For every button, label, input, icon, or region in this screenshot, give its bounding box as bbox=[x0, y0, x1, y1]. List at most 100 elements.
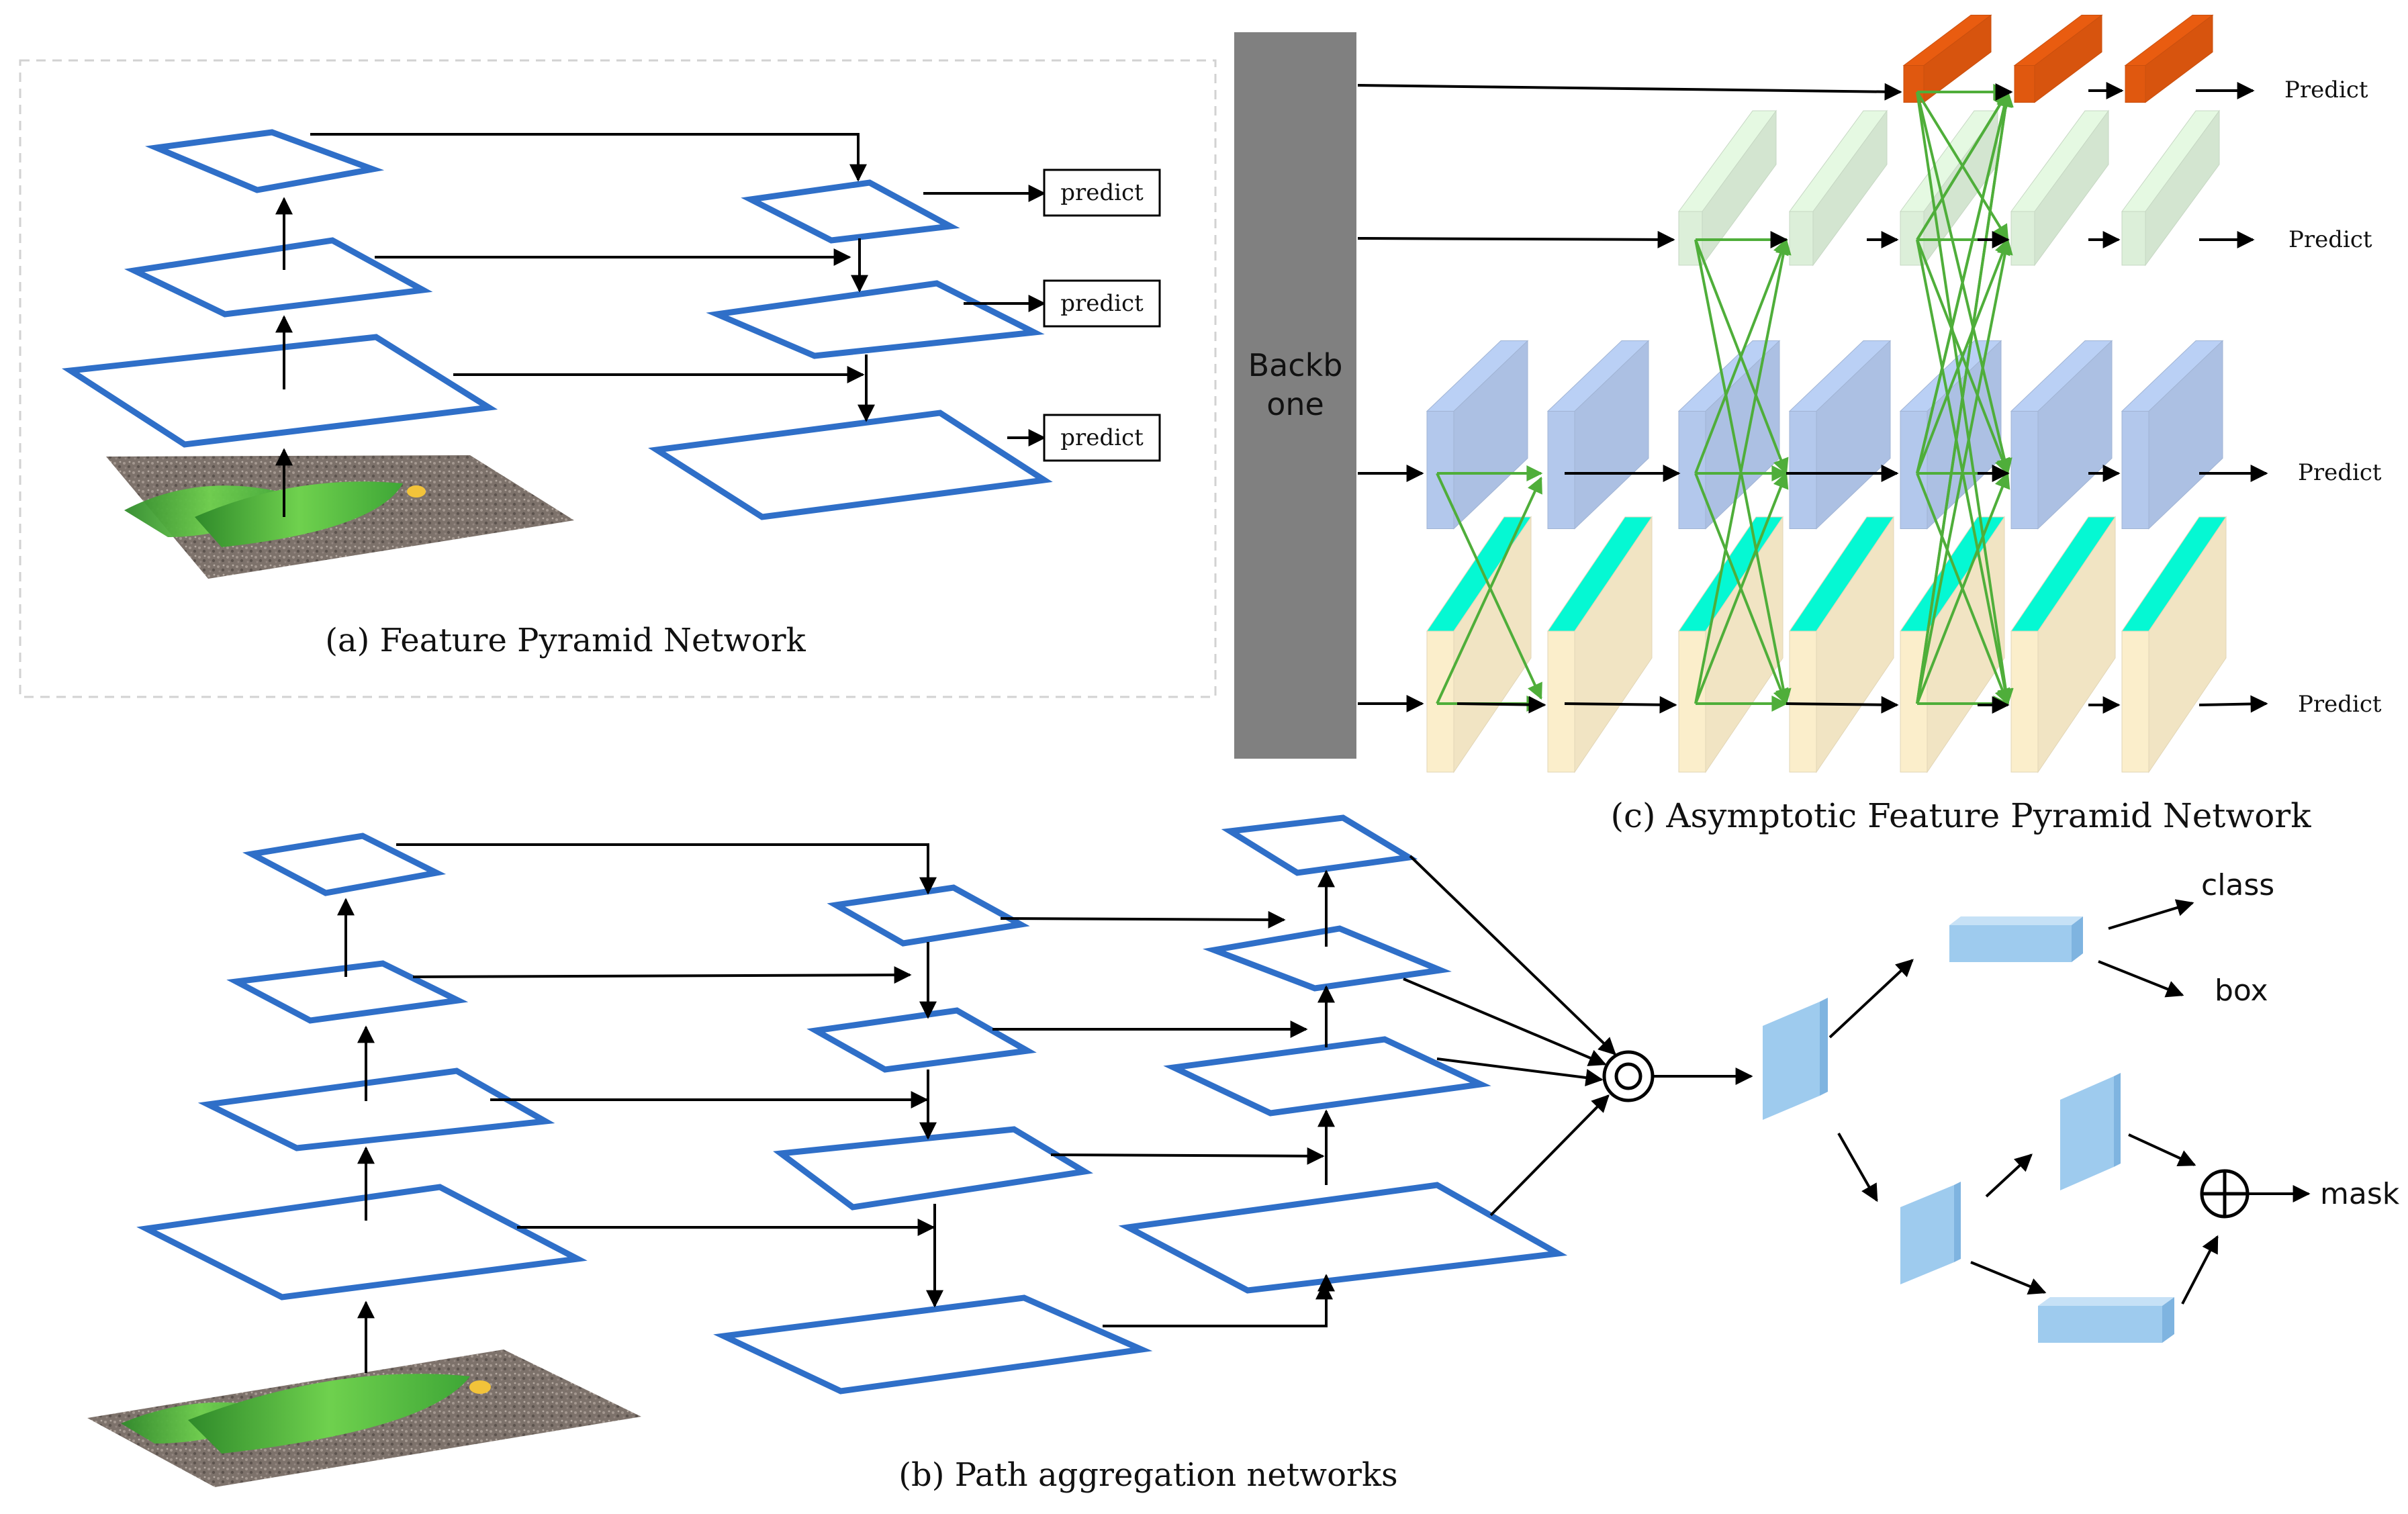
afpn-flow-arrows bbox=[1357, 82, 2268, 714]
pan-topdown-level-2 bbox=[806, 1007, 1037, 1073]
afpn-fusion-arrow bbox=[1694, 238, 1792, 704]
afpn-flow bbox=[1786, 696, 1899, 714]
mask-lower-to-sum-arrow bbox=[2181, 1235, 2219, 1305]
fpn-bottomup-level-1 bbox=[144, 129, 385, 193]
afpn-level-3-block bbox=[1899, 340, 2002, 530]
afpn-level-2-block bbox=[2010, 109, 2109, 267]
afpn-level-2-block bbox=[1678, 109, 1777, 267]
circle-plus-icon bbox=[2200, 1169, 2250, 1219]
pan-augmented-level-2 bbox=[1202, 925, 1452, 992]
afpn-level-3-block bbox=[1788, 340, 1892, 530]
afpn-level-4-block bbox=[2121, 516, 2227, 773]
mask-upper-to-sum-arrow bbox=[2128, 1133, 2196, 1167]
pan-to-fusion-4 bbox=[1489, 1094, 1610, 1217]
predict-label: predict bbox=[1060, 290, 1144, 317]
circle-dot-icon bbox=[1602, 1050, 1655, 1102]
pan-topdown-level-1 bbox=[827, 884, 1030, 947]
head-fc-block bbox=[1949, 916, 2083, 962]
pan-bottomup-level-3 bbox=[197, 1068, 555, 1151]
predict-label: predict bbox=[1060, 179, 1144, 206]
fpn-bottomup-level-2 bbox=[124, 237, 433, 318]
input-image-a bbox=[106, 455, 574, 579]
afpn-level-3-block bbox=[1677, 340, 1781, 530]
panel-feature-pyramid-network: predict predict predict (a) Feature Pyra… bbox=[19, 59, 1217, 698]
pan-to-fusion-3 bbox=[1436, 1057, 1604, 1086]
afpn-level-3-block bbox=[2010, 340, 2113, 530]
afpn-level-4-block bbox=[1789, 516, 1894, 773]
afpn-level-4-block bbox=[1426, 516, 1532, 773]
pan-aug-lateral-3 bbox=[1050, 1147, 1325, 1165]
head-roi-feature-block bbox=[1763, 998, 1828, 1120]
pan-aug-lateral-1 bbox=[1000, 910, 1286, 929]
afpn-fusion-arrow bbox=[1916, 90, 2009, 241]
fpn-topdown-level-1 bbox=[741, 179, 960, 244]
afpn-fusion-arrow bbox=[1916, 90, 2014, 704]
afpn-predict-label-3: Predict bbox=[2298, 459, 2382, 486]
afpn-level-1-block bbox=[2013, 14, 2103, 103]
afpn-level-4-block bbox=[1547, 516, 1653, 773]
fpn-topdown-level-3 bbox=[648, 410, 1053, 520]
afpn-predict-label-2: Predict bbox=[2288, 226, 2372, 253]
pan-augmented-level-3 bbox=[1163, 1036, 1491, 1117]
backbone-block bbox=[1234, 32, 1356, 759]
fpn-topdown-level-2 bbox=[706, 280, 1045, 359]
pan-aug-lateral-4 bbox=[1103, 1274, 1335, 1327]
panel-c-caption: (c) Asymptotic Feature Pyramid Network bbox=[1611, 796, 2312, 835]
panel-asymptotic-feature-pyramid-network: Backb one Predict Predict Predict Predic… bbox=[1234, 14, 2382, 835]
afpn-feature-blocks bbox=[1426, 14, 2227, 773]
pan-topdown-level-4 bbox=[713, 1294, 1153, 1394]
pan-topdown-level-3 bbox=[773, 1126, 1094, 1211]
pan-bottomup-level-4 bbox=[136, 1184, 588, 1300]
afpn-fusion-arrow bbox=[1916, 238, 2013, 704]
pan-bottomup-level-2 bbox=[226, 960, 469, 1024]
afpn-fusion-arrow bbox=[1436, 476, 1542, 704]
afpn-fusion-arrow bbox=[1694, 238, 1789, 474]
backbone-label-line1: Backb bbox=[1248, 347, 1343, 383]
afpn-level-1-block bbox=[1902, 14, 1992, 103]
mask-conv-to-lower-arrow bbox=[1970, 1261, 2047, 1295]
fpn-lateral-1 bbox=[310, 133, 867, 182]
head-to-mask-branch-arrow bbox=[1837, 1133, 1878, 1202]
panel-b-caption: (b) Path aggregation networks bbox=[898, 1456, 1397, 1494]
mask-conv-block-2 bbox=[2060, 1073, 2121, 1190]
afpn-level-4-block bbox=[1678, 516, 1784, 773]
predict-label: predict bbox=[1060, 424, 1144, 451]
afpn-level-3-block bbox=[1426, 340, 1529, 530]
afpn-level-2-block bbox=[2121, 109, 2220, 267]
afpn-flow bbox=[1564, 696, 1677, 714]
box-label: box bbox=[2215, 974, 2268, 1008]
pan-augmented-level-4 bbox=[1118, 1182, 1568, 1294]
fc-to-class-arrow bbox=[2108, 899, 2194, 930]
input-image-b bbox=[87, 1350, 641, 1487]
mask-conv-to-upper-arrow bbox=[1985, 1153, 2033, 1198]
afpn-predict-arrow-4 bbox=[2198, 695, 2268, 713]
afpn-flow bbox=[1456, 696, 1546, 714]
afpn-level-2-block bbox=[1789, 109, 1888, 267]
afpn-backbone-to-level-1 bbox=[1357, 83, 1902, 101]
mask-conv-block-1 bbox=[1900, 1182, 1961, 1284]
afpn-fusion-arrow bbox=[1694, 471, 1789, 704]
pan-augmented-level-1 bbox=[1221, 814, 1418, 876]
pan-to-fusion-1 bbox=[1409, 855, 1616, 1055]
mask-label: mask bbox=[2320, 1177, 2400, 1211]
afpn-backbone-to-level-2 bbox=[1357, 230, 1675, 248]
predict-box-1: predict bbox=[1043, 169, 1161, 217]
panel-path-aggregation-networks: class box mask (b) Path aggregation netw… bbox=[87, 814, 2400, 1494]
pan-lateral-2 bbox=[412, 966, 912, 984]
afpn-level-4-block bbox=[1900, 516, 2005, 773]
afpn-level-4-block bbox=[2010, 516, 2116, 773]
fpn-bottomup-level-3 bbox=[61, 334, 498, 448]
pan-to-fusion-2 bbox=[1403, 978, 1607, 1066]
pan-bottomup-level-1 bbox=[242, 833, 447, 896]
predict-box-3: predict bbox=[1043, 414, 1161, 462]
panel-a-caption: (a) Feature Pyramid Network bbox=[325, 622, 806, 659]
backbone-label-line2: one bbox=[1266, 386, 1324, 422]
afpn-fusion-arrow bbox=[1916, 471, 2010, 704]
fc-to-box-arrow bbox=[2098, 960, 2184, 998]
head-to-fc-arrow bbox=[1828, 959, 1914, 1039]
pan-lateral-1 bbox=[396, 843, 937, 895]
afpn-predict-label-1: Predict bbox=[2284, 77, 2368, 103]
class-label: class bbox=[2201, 868, 2274, 902]
afpn-fusion-arrow bbox=[1916, 90, 2012, 474]
